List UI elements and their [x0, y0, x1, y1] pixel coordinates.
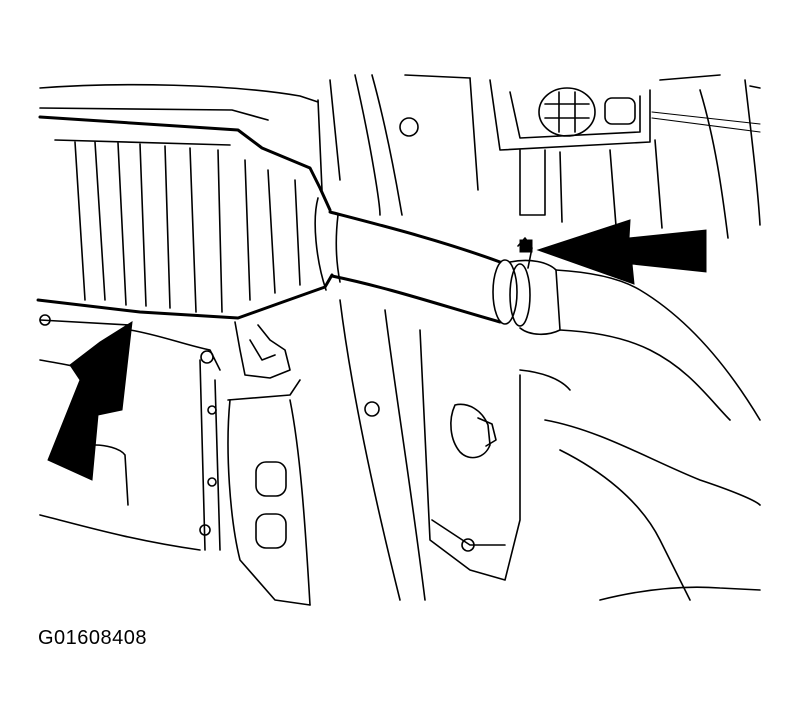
arrows [47, 219, 707, 481]
crossmember [339, 299, 761, 601]
arrow-right-icon [536, 219, 707, 285]
figure-id-label: G01608408 [38, 627, 148, 649]
catalytic-converter [36, 115, 334, 320]
exhaust-pipe [314, 197, 761, 421]
arrow-left-icon [47, 321, 133, 481]
floor-pan [39, 74, 761, 239]
hanger-bracket [39, 314, 311, 606]
